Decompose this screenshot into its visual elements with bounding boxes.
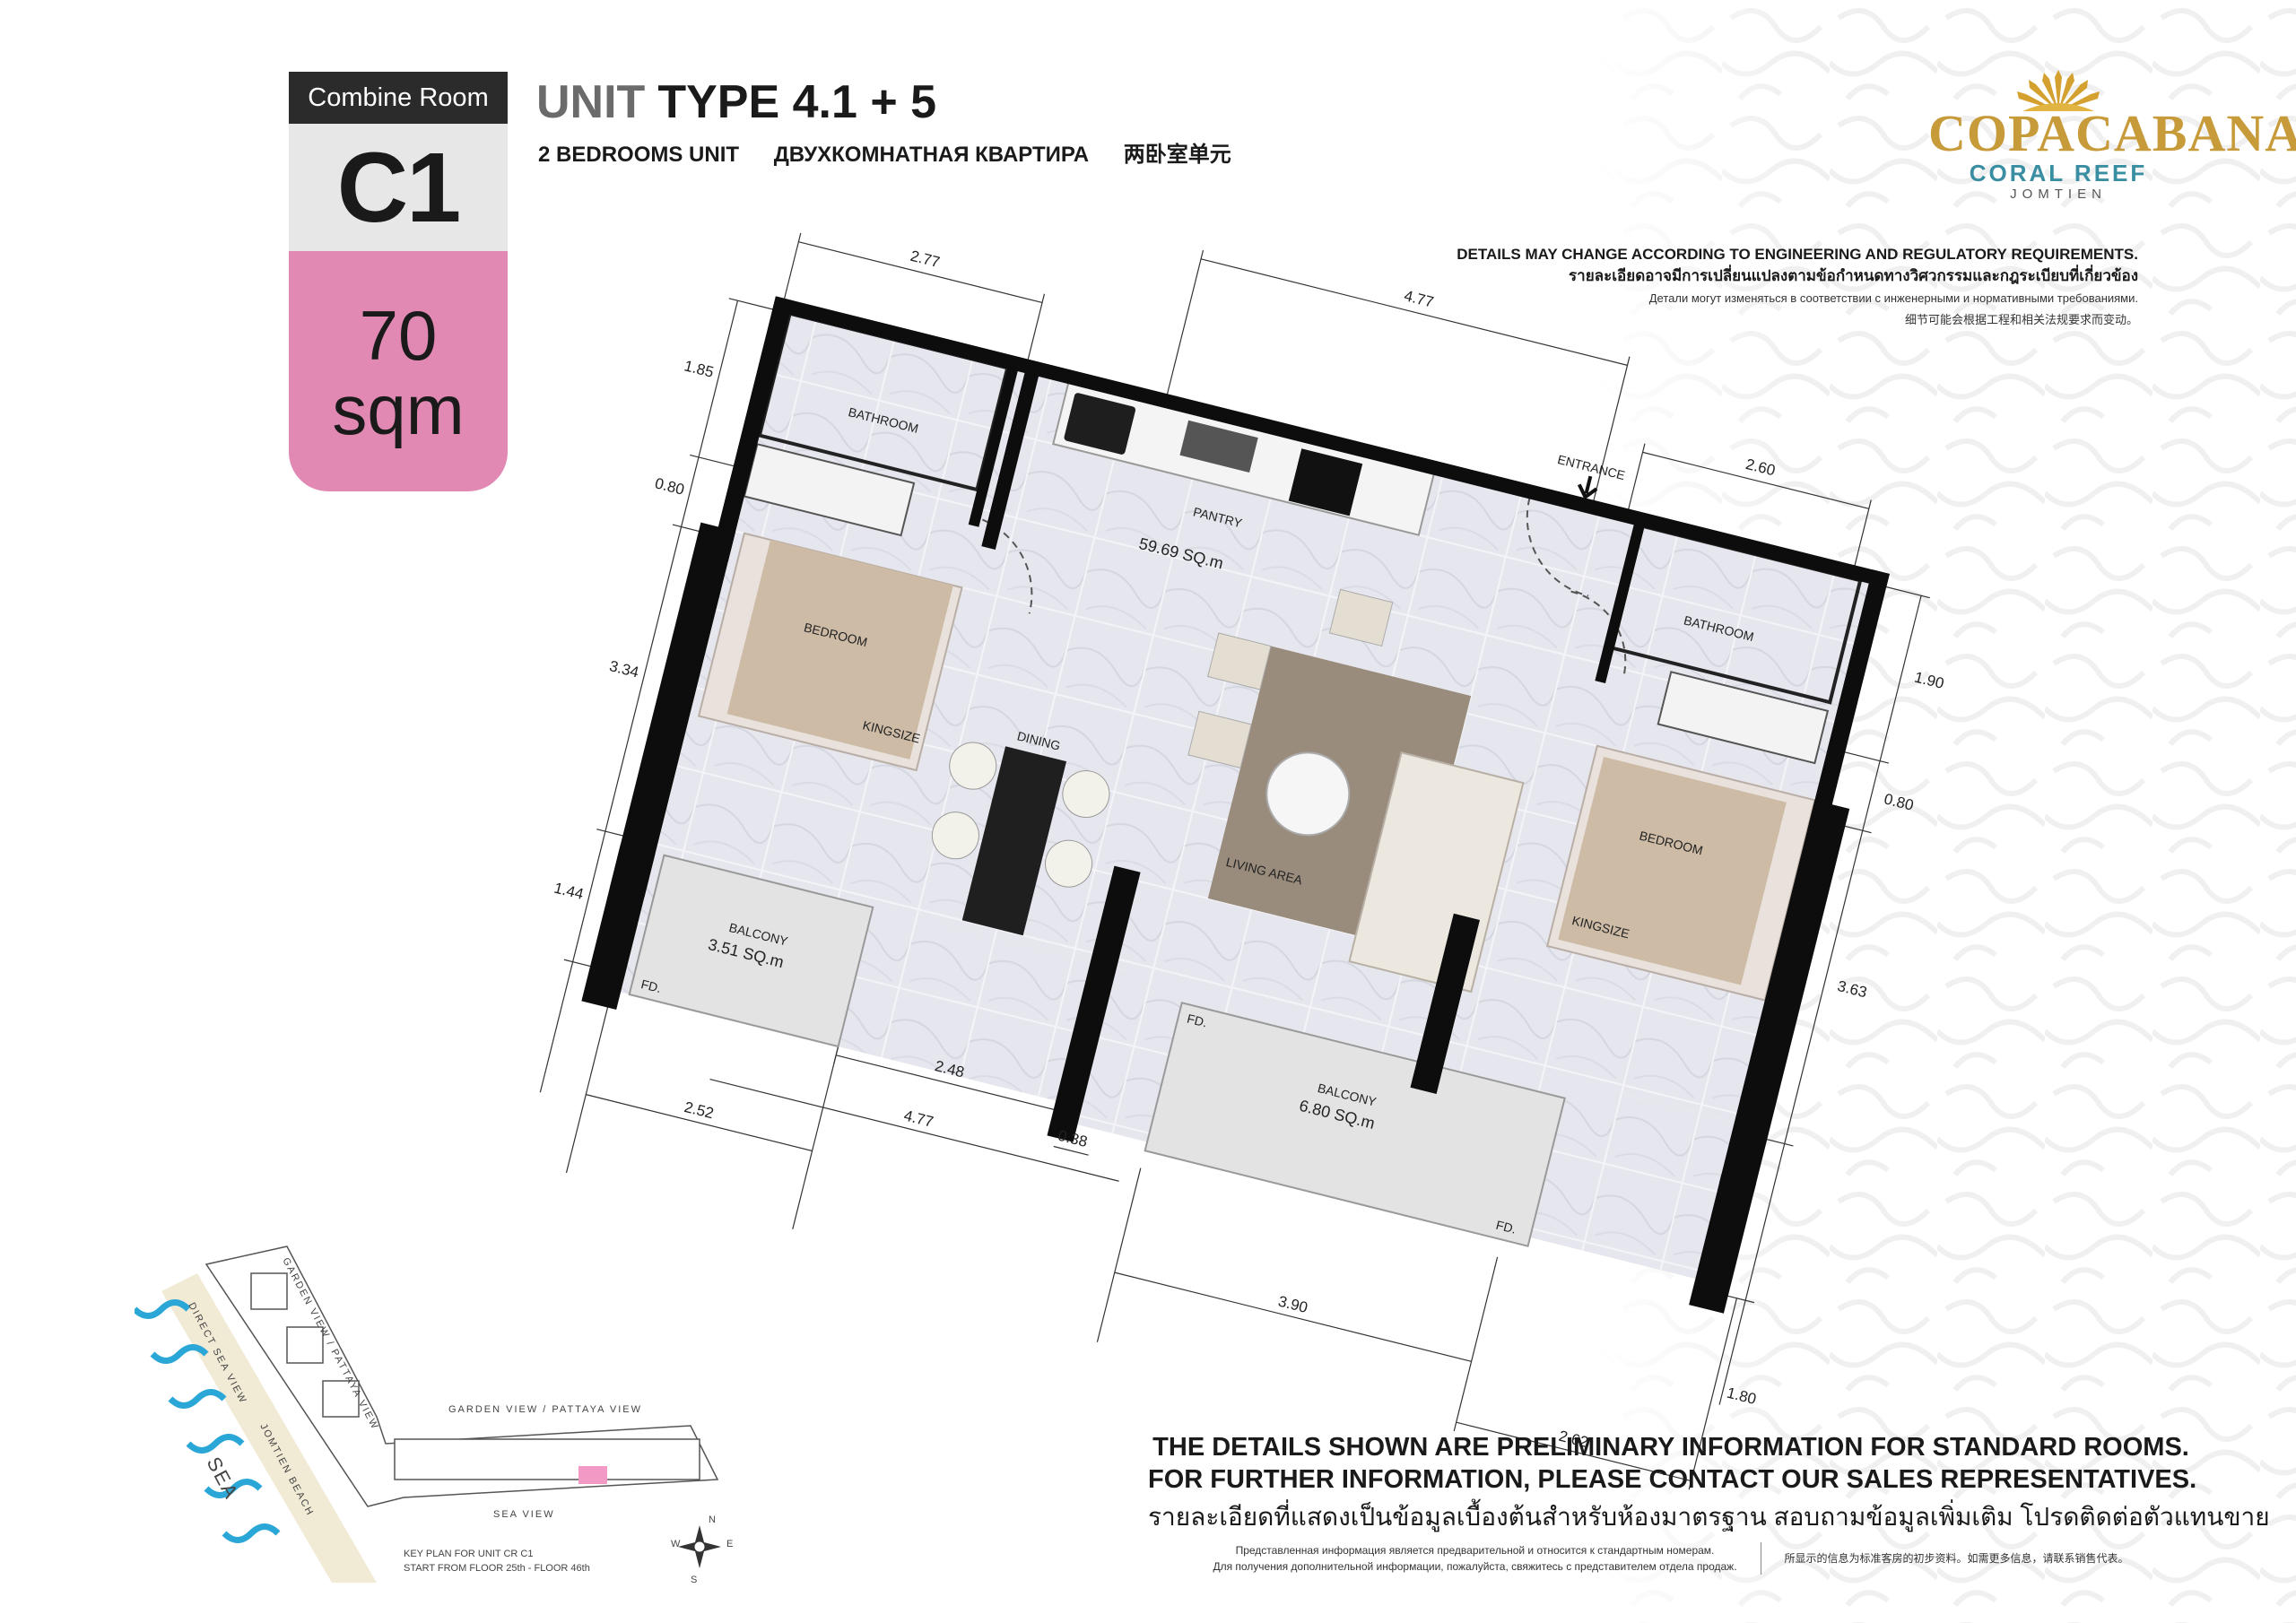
compass-n: N: [709, 1515, 716, 1525]
subtitle-en: 2 BEDROOMS UNIT: [538, 143, 740, 167]
compass-icon: [678, 1525, 721, 1568]
dim-080-right: 0.80: [1883, 790, 1916, 813]
oven: [1179, 420, 1258, 473]
cooktop: [1064, 393, 1136, 455]
dim-180: 1.80: [1725, 1384, 1758, 1408]
disclaimer-top-en: DETAILS MAY CHANGE ACCORDING TO ENGINEER…: [1457, 246, 2138, 263]
label-fd2: FD.: [1186, 1011, 1209, 1030]
balcony-right: [1144, 1002, 1566, 1247]
disclaimer-bottom-th: รายละเอียดที่แสดงเป็นข้อมูลเบื้องต้นสำหร…: [1148, 1503, 2270, 1531]
disclaimer-bottom-ru1: Представленная информация является предв…: [1235, 1544, 1715, 1557]
sofa: [1348, 751, 1525, 994]
subtitle-cn: 两卧室单元: [1123, 143, 1231, 167]
area-value: 70: [359, 296, 438, 375]
unit-area: 70 sqm: [289, 251, 508, 491]
fridge: [1288, 448, 1363, 516]
dim-080-left: 0.80: [653, 474, 686, 498]
logo-sub: CORAL REEF: [1969, 160, 2148, 187]
walls: [581, 296, 1890, 1314]
label-fd3: FD.: [1494, 1218, 1518, 1237]
dim-277: 2.77: [909, 247, 942, 271]
dim-334: 3.34: [607, 657, 640, 681]
disclaimer-bottom: THE DETAILS SHOWN ARE PRELIMINARY INFORM…: [1148, 1431, 2270, 1575]
dim-185: 1.85: [683, 357, 716, 380]
dim-190: 1.90: [1913, 669, 1946, 692]
disclaimer-top-cn: 细节可能会根据工程和相关法规要求而变动。: [1904, 313, 2138, 326]
compass-s: S: [691, 1575, 697, 1585]
title-main: TYPE 4.1 + 5: [657, 76, 937, 128]
dim-144: 1.44: [552, 880, 586, 903]
kp-caption-1: KEY PLAN FOR UNIT CR C1: [404, 1549, 533, 1559]
disclaimer-bottom-en1: THE DETAILS SHOWN ARE PRELIMINARY INFORM…: [1152, 1433, 2189, 1462]
dim-363: 3.63: [1836, 977, 1869, 1001]
subtitle-ru: ДВУХКОМНАТНАЯ КВАРТИРА: [773, 143, 1090, 167]
beach-strip: [161, 1273, 377, 1583]
balcony-left: [628, 854, 874, 1048]
logo-location: JOMTIEN: [2010, 187, 2107, 202]
disclaimer-bottom-ru: Представленная информация является предв…: [1213, 1542, 1736, 1575]
key-plan: GARDEN VIEW / PATTAYA VIEW GARDEN VIEW /…: [135, 1245, 733, 1585]
label-fd1: FD.: [639, 976, 663, 995]
kp-caption-2: START FROM FLOOR 25th - FLOOR 46th: [404, 1563, 590, 1574]
disclaimer-bottom-ru2: Для получения дополнительной информации,…: [1213, 1560, 1737, 1573]
dim-260: 2.60: [1744, 456, 1778, 479]
kp-garden-view-top: GARDEN VIEW / PATTAYA VIEW: [448, 1404, 642, 1415]
compass-w: W: [671, 1539, 681, 1549]
unit-badge: Combine Room C1 70 sqm: [289, 72, 508, 491]
kp-sea-view: SEA VIEW: [493, 1509, 555, 1520]
building-outline: [204, 1245, 719, 1507]
compass-e: E: [726, 1539, 733, 1549]
wardrobe-right: [1657, 671, 1830, 765]
area-unit: sqm: [332, 370, 465, 449]
coffee-table: [1265, 751, 1351, 837]
entrance-arrow-icon: [1577, 475, 1598, 500]
disclaimer-top-th: รายละเอียดอาจมีการเปลี่ยนแปลงตามข้อกำหนด…: [1569, 267, 2138, 284]
dining-table: [961, 746, 1067, 936]
disclaimer-top-ru: Детали могут изменяться в соответствии с…: [1648, 291, 2138, 305]
badge-label: Combine Room: [289, 72, 508, 124]
dim-477-top: 4.77: [1403, 287, 1436, 310]
title-prefix: UNIT: [536, 76, 646, 128]
dim-390: 3.90: [1276, 1293, 1309, 1316]
dim-477-bottom: 4.77: [902, 1107, 935, 1130]
sea-waves: [135, 1299, 281, 1543]
kp-sea: SEA: [203, 1454, 244, 1504]
unit-code: C1: [289, 124, 508, 251]
disclaimer-bottom-small: Представленная информация является предв…: [1148, 1542, 2194, 1575]
unit-highlight: [578, 1466, 607, 1484]
dim-252: 2.52: [683, 1098, 716, 1122]
dim-038: 0.38: [1057, 1127, 1090, 1150]
sun-icon: [2017, 70, 2100, 111]
disclaimer-bottom-en2: FOR FURTHER INFORMATION, PLEASE CONTACT …: [1148, 1465, 2197, 1494]
page-subtitle: 2 BEDROOMS UNIT ДВУХКОМНАТНАЯ КВАРТИРА 两…: [538, 136, 1260, 168]
disclaimer-bottom-cn: 所显示的信息为标准客房的初步资料。如需更多信息，请联系销售代表。: [1784, 1552, 2129, 1565]
disclaimer-top: DETAILS MAY CHANGE ACCORDING TO ENGINEER…: [1331, 244, 2138, 330]
